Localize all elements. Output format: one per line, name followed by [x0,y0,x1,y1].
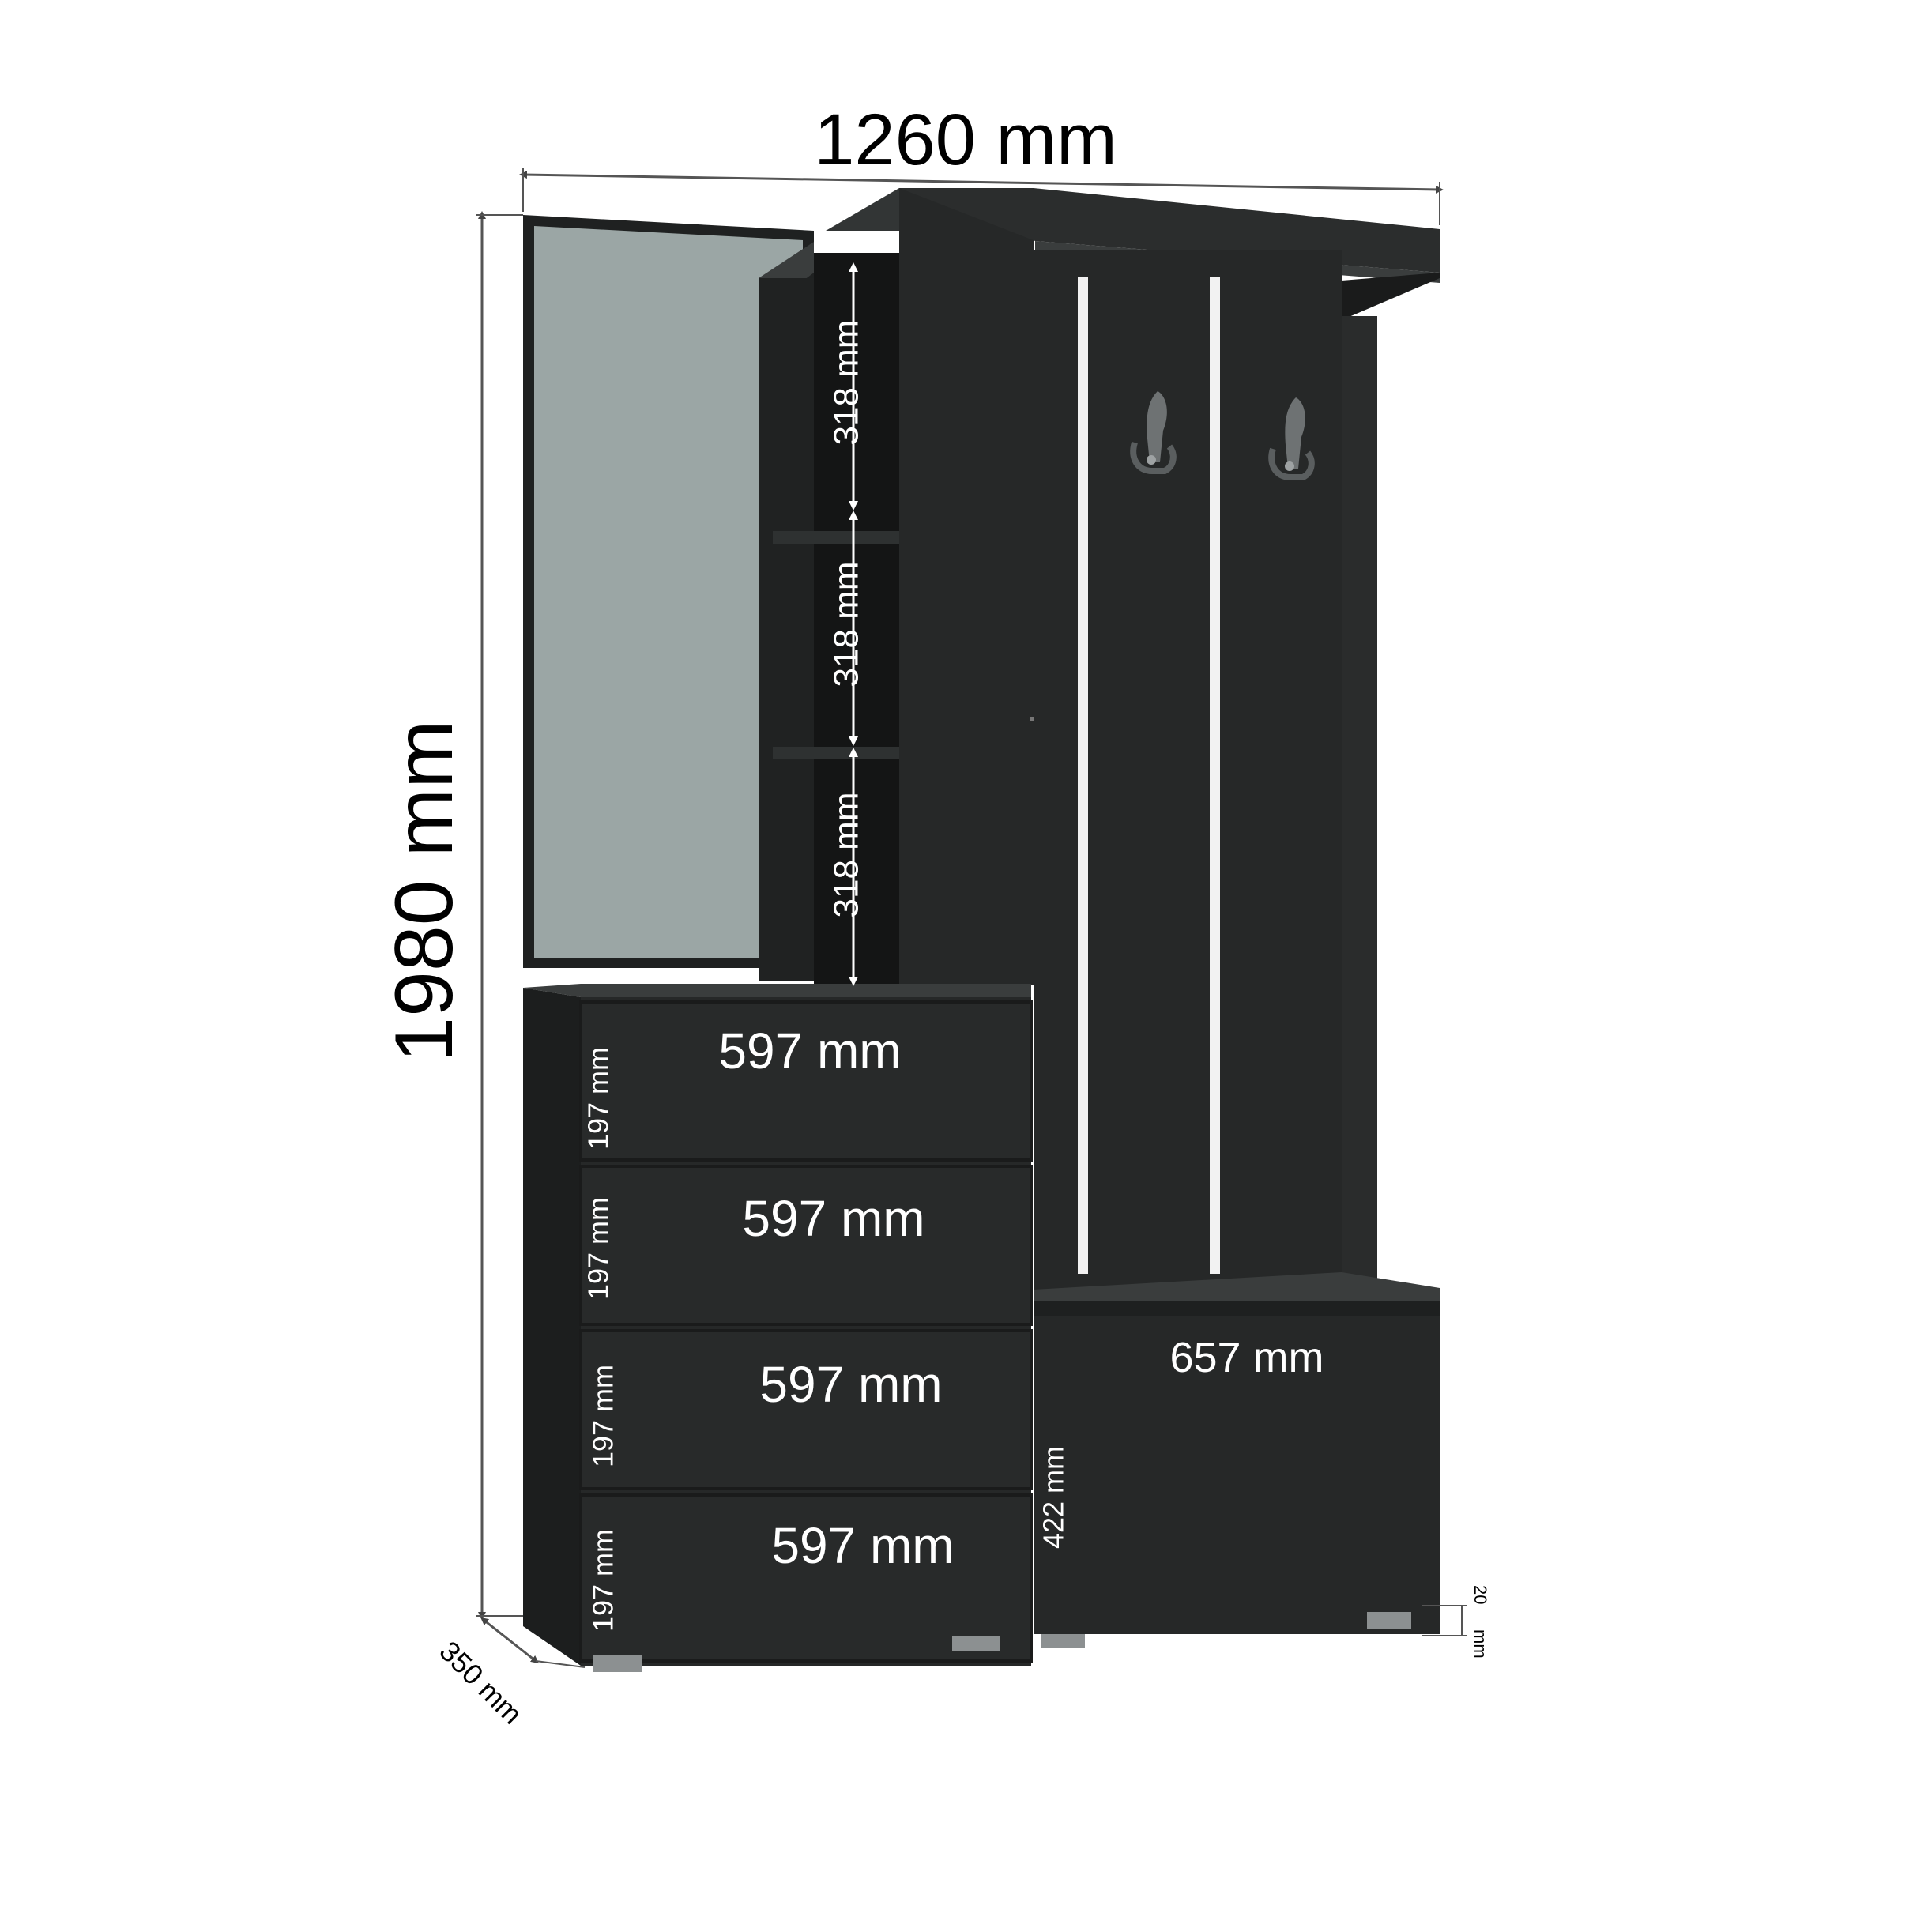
drawer-4 [579,1493,1033,1663]
coat-hook-right [1268,397,1315,480]
bench-front [1034,1316,1440,1634]
shelf-side-panel [759,278,814,981]
hook-screw-icon [1285,461,1294,471]
chest-side [523,988,581,1666]
drawer-height-label-3: 197 mm [587,1365,619,1467]
canopy-underside [1342,273,1440,320]
depth-extension [535,1660,586,1668]
drawer-width-label-3: 597 mm [759,1356,942,1413]
total-width-label: 1260 mm [814,100,1117,180]
drawer-chest [523,984,1033,1672]
drawer-width-label-2: 597 mm [742,1190,924,1247]
chest-foot-1 [593,1655,642,1672]
cabinet-width-label: 657 mm [1169,1334,1324,1381]
drawer-height-label-4: 197 mm [587,1529,619,1632]
total-height-label: 1980 mm [378,720,470,1063]
width-dimension-line [519,171,1444,194]
drawer-width-label-1: 597 mm [718,1022,901,1079]
bench-foot-1 [1041,1634,1085,1648]
coat-hook-left [1130,391,1177,474]
shelf-height-label-3: 318 mm [827,793,866,918]
hook-icon [1147,391,1167,462]
drawer-height-label-2: 197 mm [582,1197,615,1300]
leg-height-unit: mm [1470,1629,1490,1659]
depth-label: 350 mm [433,1635,529,1731]
dimension-lines [476,168,1467,1668]
drawer-width-label-4: 597 mm [771,1517,954,1574]
bench-top-edge [1034,1301,1440,1316]
shelf-height-label-2: 318 mm [827,562,866,687]
shelf-unit [759,188,1034,985]
chest-foot-2 [952,1636,1000,1651]
cabinet-height-label: 422 mm [1037,1446,1070,1549]
drawer-3 [579,1329,1033,1490]
tall-column [899,188,1034,985]
bench-foot-2 [1367,1612,1411,1629]
chest-top [523,984,1031,997]
hook-arm-icon [1130,441,1177,474]
shelf-height-label-1: 318 mm [827,320,866,446]
hook-screw-icon [1147,455,1156,465]
drawer-2 [579,1165,1033,1326]
drawer-1 [579,1000,1033,1162]
hook-arm-icon [1268,447,1315,480]
shelf-board-2 [773,747,899,759]
bench-cabinet [1034,1272,1440,1648]
door-knob [1030,717,1034,721]
leg-height-value: 20 [1470,1585,1490,1604]
right-panel [1342,316,1377,1312]
drawer-height-label-1: 197 mm [582,1047,615,1150]
mirror-unit [523,215,814,968]
mirror-glass [534,226,803,958]
shelf-board-1 [773,531,899,544]
hook-icon [1285,397,1305,469]
vertical-slot-left [1078,277,1088,1274]
vertical-slot-right [1210,277,1220,1274]
depth-dimension-line [480,1617,539,1664]
